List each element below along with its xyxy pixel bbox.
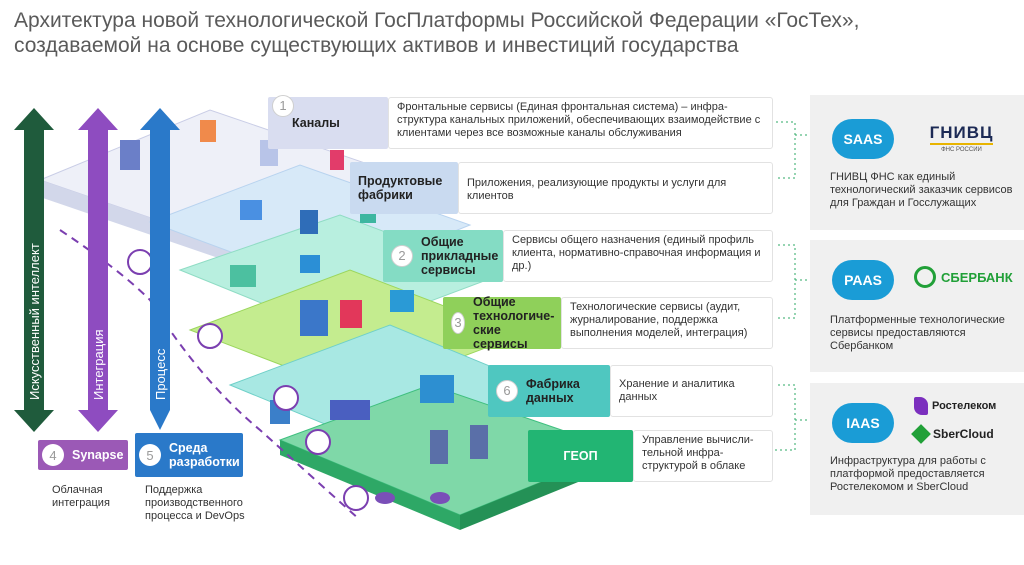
saas-pill: SAAS: [832, 119, 894, 159]
layer-tech-services-label: Общие технологиче-ские сервисы: [473, 295, 555, 351]
gnivc-logo-sub: ФНС РОССИИ: [941, 147, 982, 153]
integration-arrow-label: Интеграция: [91, 329, 106, 400]
saas-card: SAAS ГНИВЦ ФНС РОССИИ ГНИВЦ ФНС как един…: [810, 95, 1024, 230]
devenv-number: 5: [139, 444, 161, 466]
sberbank-logo: СБЕРБАНК: [914, 266, 1013, 288]
iaas-pill: IAAS: [832, 403, 894, 443]
saas-text: ГНИВЦ ФНС как единый технологический зак…: [830, 171, 1013, 209]
layer-tech-services-tag: 3 Общие технологиче-ские сервисы: [443, 295, 561, 351]
layer-tech-services-desc: Технологические сервисы (аудит, журналир…: [561, 297, 773, 349]
layer-products-label: Продуктовые фабрики: [358, 174, 443, 202]
layer-geop-tag: ГЕОП: [528, 430, 633, 482]
layer-channels-desc: Фронтальные сервисы (Единая фронтальная …: [388, 97, 773, 149]
devenv-tag: 5 Среда разработки: [135, 433, 243, 477]
layer-number: 6: [496, 380, 518, 402]
layer-app-services-tag: 2 Общие прикладные сервисы: [383, 230, 503, 282]
layer-channels-label: Каналы: [292, 116, 340, 130]
integration-arrow: [78, 108, 118, 432]
shield-icon: [273, 385, 299, 411]
layer-data-desc: Хранение и аналитика данных: [610, 365, 773, 417]
layer-products-desc: Приложения, реализующие продукты и услуг…: [458, 162, 773, 214]
sbercloud-logo-text: SberCloud: [933, 427, 994, 441]
layer-app-services-label: Общие прикладные сервисы: [421, 235, 499, 277]
process-arrow: [140, 108, 180, 430]
layer-geop-desc: Управление вычисли-тельной инфра-структу…: [633, 430, 773, 482]
shield-icon: [197, 323, 223, 349]
shield-icon: [127, 249, 153, 275]
layer-number: 1: [272, 95, 294, 117]
synapse-number: 4: [42, 444, 64, 466]
sberbank-icon: [914, 266, 936, 288]
rostelecom-logo-text: Ростелеком: [932, 400, 997, 412]
rostelecom-logo: Ростелеком: [914, 397, 996, 415]
page-title: Архитектура новой технологической ГосПла…: [14, 8, 1004, 58]
shield-icon: [305, 429, 331, 455]
title-line-1: Архитектура новой технологической ГосПла…: [14, 9, 860, 32]
title-line-2: создаваемой на основе существующих актив…: [14, 34, 739, 57]
paas-text: Платформенные технологические сервисы пр…: [830, 314, 1005, 352]
synapse-label: Synapse: [72, 448, 124, 462]
rostelecom-icon: [914, 397, 928, 415]
synapse-tag: 4 Synapse: [38, 440, 128, 470]
layer-geop-label: ГЕОП: [563, 449, 598, 463]
sberbank-logo-text: СБЕРБАНК: [941, 269, 1013, 285]
sbercloud-icon: [911, 424, 931, 444]
ai-arrow: [14, 108, 54, 432]
gnivc-logo-text: ГНИВЦ: [929, 123, 994, 145]
shield-icon: [343, 485, 369, 511]
layer-data-tag: 6 Фабрика данных: [488, 365, 610, 417]
layer-channels-tag: 1 Каналы: [268, 95, 388, 149]
process-arrow-label: Процесс: [153, 348, 168, 400]
ai-arrow-label: Искусственный интеллект: [27, 243, 42, 400]
layer-number: 3: [451, 312, 465, 334]
layer-products-tag: Продуктовые фабрики: [350, 162, 458, 214]
layer-data-label: Фабрика данных: [526, 377, 580, 405]
iaas-card: IAAS Ростелеком SberCloud Инфраструктура…: [810, 383, 1024, 515]
layer-app-services-desc: Сервисы общего назначения (единый профил…: [503, 230, 773, 282]
gnivc-logo: ГНИВЦ ФНС РОССИИ: [914, 117, 1009, 159]
layer-number: 2: [391, 245, 413, 267]
devenv-desc: Поддержка производственного процесса и D…: [145, 484, 245, 522]
paas-pill: PAAS: [832, 260, 894, 300]
devenv-label: Среда разработки: [169, 441, 240, 469]
sbercloud-logo: SberCloud: [911, 424, 994, 444]
paas-card: PAAS СБЕРБАНК Платформенные технологичес…: [810, 240, 1024, 372]
iaas-text: Инфраструктура для работы с платформой п…: [830, 455, 986, 493]
synapse-desc: Облачная интеграция: [52, 484, 110, 509]
